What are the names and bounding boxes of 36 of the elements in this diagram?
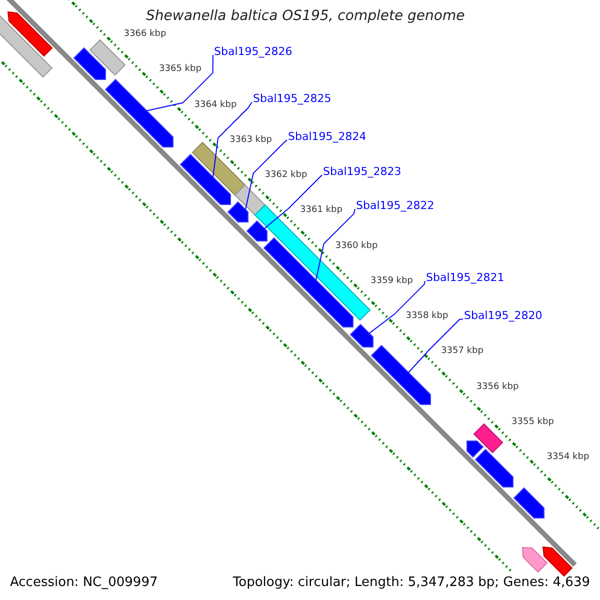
gene-feature (370, 344, 431, 405)
gene-label: Sbal195_2824 (288, 131, 366, 144)
scale-label: 3362 kbp (264, 171, 308, 181)
gene-feature (180, 154, 231, 205)
leader-line (146, 54, 214, 112)
scale-label: 3354 kbp (546, 453, 590, 463)
accession-text: Accession: NC_009997 (10, 576, 158, 590)
gene-label: Sbal195_2822 (356, 200, 434, 212)
scale-label: 3361 kbp (300, 206, 342, 216)
gene-label: Sbal195_2821 (426, 272, 504, 284)
leader-line (316, 208, 356, 280)
gene-label: Sbal195_2823 (323, 166, 402, 178)
gene-feature (227, 201, 248, 222)
title: Shewanella baltica OS195, complete genome (146, 8, 465, 24)
leader-line (264, 174, 322, 229)
gene-feature (246, 220, 268, 242)
scale-label: 3359 kbp (370, 276, 413, 287)
scale-label: 3355 kbp (512, 418, 554, 428)
gene-label: Sbal195_2825 (253, 93, 332, 106)
scale-label: 3366 kbp (124, 30, 166, 40)
scale-label: 3365 kbp (159, 65, 202, 76)
leader-line (368, 280, 426, 334)
leader-line (212, 102, 252, 178)
scale-label: 3363 kbp (230, 136, 272, 146)
leader-line (245, 140, 288, 210)
gene-label: Sbal195_2820 (464, 310, 542, 322)
scale-label: 3358 kbp (406, 312, 448, 322)
scale-label: 3357 kbp (441, 347, 484, 358)
gene-label: Sbal195_2826 (214, 46, 292, 58)
scale-label: 3356 kbp (476, 382, 519, 392)
leader-line (408, 318, 464, 373)
gene-feature (104, 78, 174, 148)
scale-label: 3364 kbp (194, 100, 237, 110)
genome-info-text: Topology: circular; Length: 5,347,283 bp; Genes: 4,639 (232, 576, 590, 590)
scale-label: 3360 kbp (335, 242, 378, 252)
gene-feature (350, 324, 374, 348)
